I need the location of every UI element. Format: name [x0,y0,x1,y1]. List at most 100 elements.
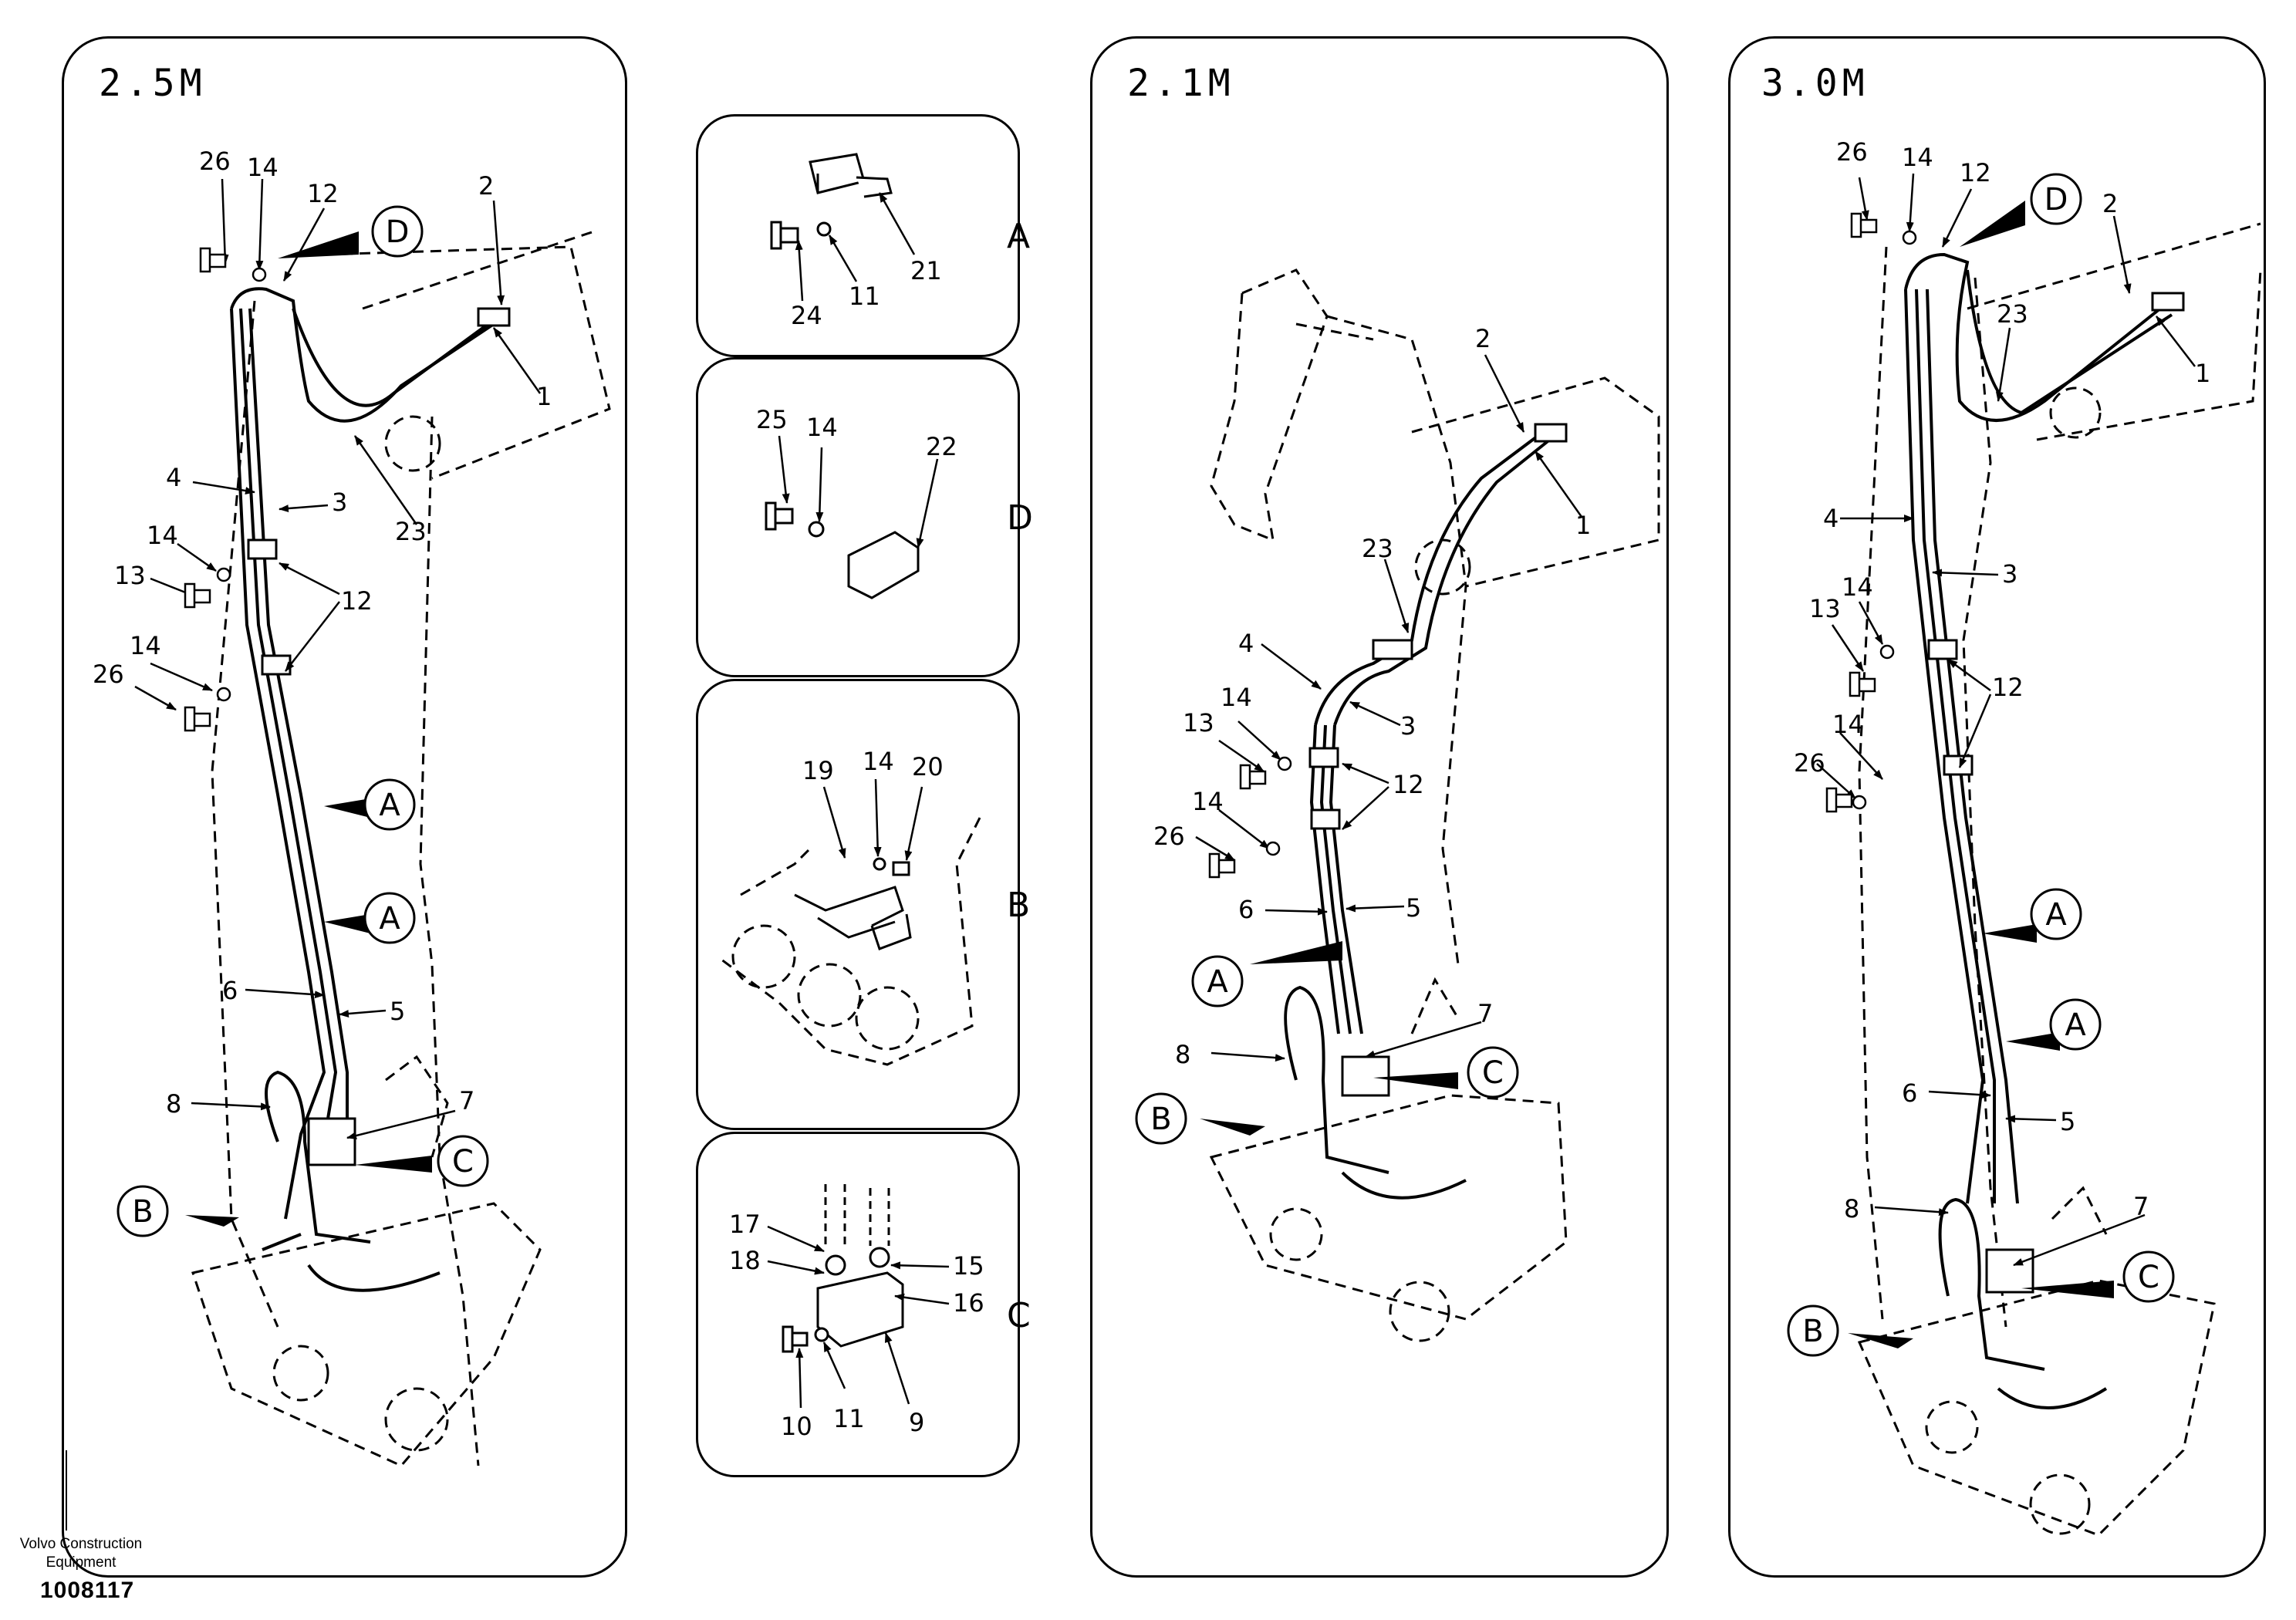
label-3: 3 [1400,711,1416,741]
label-1: 1 [2195,359,2210,388]
label-5: 5 [1406,893,1421,923]
label-16: 16 [953,1288,984,1318]
label-4: 4 [1238,629,1254,658]
panel-title-2-1m: 2.1M [1127,62,1235,105]
boom-outline-right [1857,222,2262,1537]
drawing-id: 1008117 [40,1578,135,1603]
label-11: 11 [833,1404,865,1433]
label-21: 21 [910,256,942,285]
hose-clamps-right [1927,292,2185,1294]
label-14: 14 [1832,710,1864,739]
label-26: 26 [1836,137,1868,167]
hose-clamps-left [247,307,511,1166]
detail-box-d: D [696,357,1033,677]
label-14: 14 [1902,143,1933,172]
panel-title-2-5m: 2.5M [99,62,207,105]
label-23: 23 [1997,299,2028,329]
callout-markers-left [185,231,432,1227]
detail-c-hose-stubs [824,1184,890,1250]
label-25: 25 [756,405,788,434]
label-1: 1 [1575,511,1591,540]
callout-c-middle: C [1482,1055,1504,1091]
label-13: 13 [1809,594,1841,623]
callout-markers-middle [1200,941,1458,1136]
label-4: 4 [1823,504,1838,533]
detail-a-leaders [795,192,916,302]
detail-letter-a: A [1007,217,1031,256]
detail-c-leaders [767,1225,950,1409]
label-26: 26 [199,147,231,176]
label-13: 13 [1183,708,1214,737]
leader-lines-right [1816,173,2196,1267]
label-14: 14 [147,521,178,550]
callout-circles-middle [1135,955,1519,1145]
hose-bundle-left [230,287,511,1292]
label-12: 12 [341,586,373,616]
callout-a-left-1: A [379,788,400,823]
label-3: 3 [2002,559,2017,589]
label-26: 26 [1794,748,1825,778]
detail-b-parts [794,857,912,950]
panel-2-1m: 2.1M [1090,36,1669,1578]
detail-a-parts [770,153,893,250]
manufacturer-name: Volvo Construction Equipment [8,1535,154,1572]
callout-circles-right [1787,173,2175,1357]
detail-d-parts [765,501,920,599]
label-23: 23 [395,517,427,546]
label-12: 12 [1960,158,1991,187]
label-8: 8 [1175,1040,1190,1069]
label-26: 26 [93,660,124,689]
callout-c-right: C [2138,1260,2159,1295]
callout-a-right-2: A [2065,1007,2086,1043]
panel-title-3-0m: 3.0M [1761,62,1869,105]
label-10: 10 [781,1412,812,1441]
label-2: 2 [1475,324,1491,353]
label-14: 14 [1221,683,1252,712]
callout-letters: A A C B D A C B A A C B D [132,182,2159,1349]
detail-letter-b: B [1007,886,1031,925]
detail-b-outline [717,817,981,1066]
callout-b-right: B [1802,1314,1823,1349]
label-7: 7 [2133,1192,2149,1221]
callout-d-right: D [2044,182,2068,218]
footer-rule [66,1450,67,1531]
label-6: 6 [1238,895,1254,924]
detail-box-a: A [696,114,1030,357]
callout-circles-left [116,205,489,1237]
label-14: 14 [1192,787,1224,816]
label-7: 7 [1477,999,1493,1028]
leader-lines-middle [1195,354,1583,1062]
label-7: 7 [459,1086,474,1115]
detail-b-leaders [822,778,923,861]
label-14: 14 [130,631,161,660]
label-8: 8 [166,1089,181,1119]
label-23: 23 [1362,534,1393,563]
label-2: 2 [478,171,494,201]
callout-b-left: B [132,1194,153,1230]
part-labels: 26 14 12 2 1 23 4 3 14 13 12 14 26 6 5 8… [93,137,2210,1441]
label-20: 20 [912,752,944,781]
detail-c-parts [782,1247,904,1353]
callout-a-middle: A [1207,964,1228,1000]
label-9: 9 [909,1408,924,1437]
fastener-parts-right [1825,212,1917,813]
callout-a-left-2: A [379,901,400,937]
label-24: 24 [791,301,822,330]
label-12: 12 [1393,770,1424,799]
label-15: 15 [953,1251,984,1281]
label-12: 12 [307,179,339,208]
detail-letter-c: C [1007,1296,1031,1335]
detail-box-b: B [696,679,1030,1130]
label-14: 14 [247,153,279,182]
label-14: 14 [1842,572,1873,602]
boom-outline-left [191,230,611,1467]
detail-letter-d: D [1007,498,1033,538]
label-1: 1 [536,382,552,411]
boom-outline-middle [1209,268,1660,1342]
label-5: 5 [390,997,405,1026]
label-17: 17 [729,1210,761,1239]
manufacturer-line-2: Equipment [46,1554,116,1571]
hose-bundle-right [1904,252,2173,1409]
detail-d-leaders [778,435,939,548]
